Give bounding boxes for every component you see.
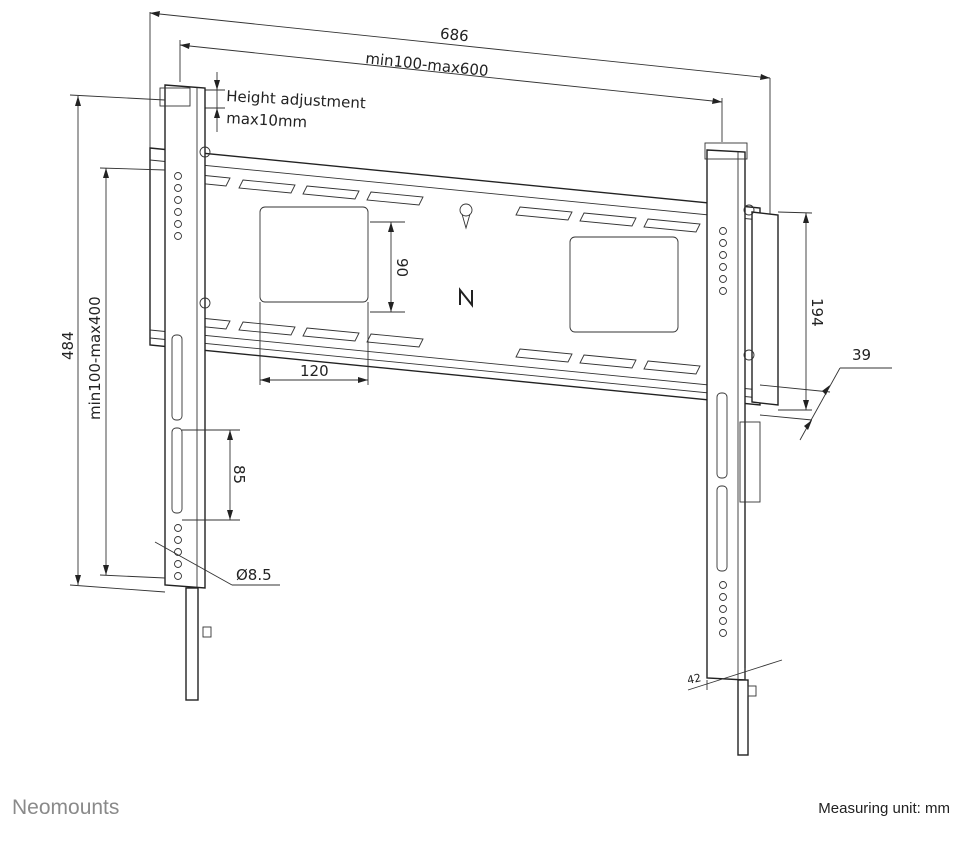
depth-label: 39: [852, 346, 871, 364]
keyhole-icon: [459, 203, 473, 217]
hole-height-label: min100-max400: [86, 296, 104, 420]
hole-diameter-label: Ø8.5: [236, 566, 272, 584]
slot-height-label: 90: [393, 258, 411, 277]
vesa-cutout-left: [259, 206, 369, 303]
bracket-slot-label: 85: [230, 465, 248, 484]
brand-logo: Neomounts: [12, 796, 120, 819]
overall-height-dimension: [69, 94, 166, 593]
neomounts-logo-icon: [459, 287, 473, 308]
right-upright: [704, 142, 779, 756]
overall-width-label: 686: [439, 24, 469, 45]
vesa-cutout-right: [569, 236, 679, 333]
height-adjustment-value: max10mm: [226, 109, 308, 131]
slot-spacing-label: 120: [300, 362, 329, 380]
wall-plate-height-label: 194: [808, 298, 826, 327]
slot-height-dimension: [370, 221, 405, 313]
wall-plate-height-dimension: [777, 211, 813, 411]
left-upright: [159, 84, 212, 701]
measuring-unit: Measuring unit: mm: [818, 800, 950, 817]
hole-height-dimension: [99, 167, 166, 579]
hole-diameter-leader: [154, 541, 280, 586]
n-logo-icon: [202, 626, 212, 638]
hole-width-label: min100-max600: [365, 49, 490, 80]
n-logo-icon: [747, 685, 757, 697]
overall-height-label: 484: [59, 331, 77, 360]
wall-plate: [149, 147, 761, 406]
slot-spacing-dimension: [259, 302, 369, 385]
depth-dimension: [759, 367, 892, 441]
bracket-slot-dimension: [182, 429, 240, 521]
upright-width-label: 42: [686, 671, 702, 687]
upright-width-dimension: [687, 659, 783, 691]
hole-width-dimension: [179, 40, 723, 142]
height-adjustment-label: Height adjustment: [226, 87, 367, 112]
